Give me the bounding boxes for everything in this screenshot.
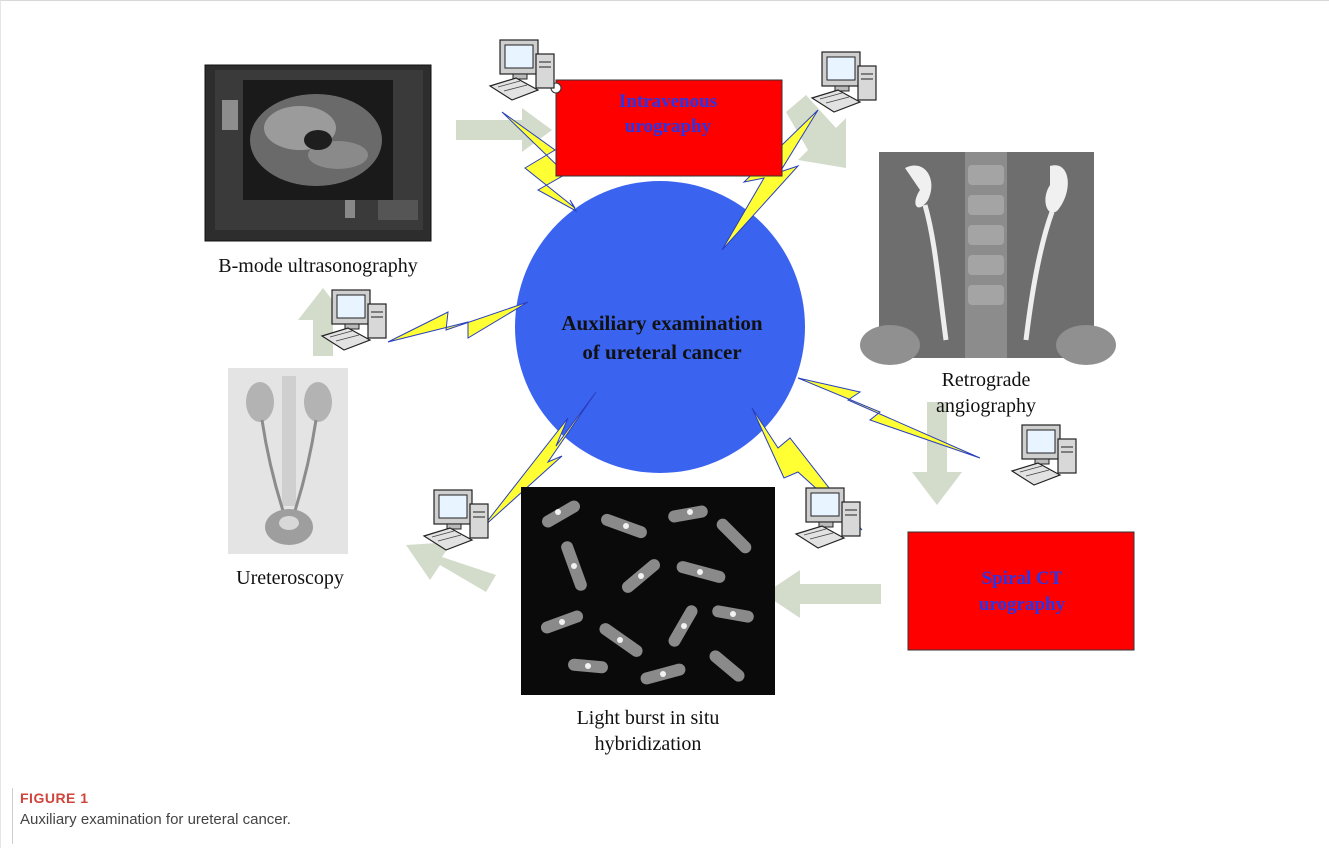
computer-icon [812, 52, 876, 112]
figure-heading: FIGURE 1 [20, 790, 89, 806]
retrograde-label-line2: angiography [936, 395, 1036, 417]
computer-icon [796, 488, 860, 548]
light-burst-label-line1: Light burst in situ [577, 707, 720, 729]
arrow-retrograde-to-ct [912, 402, 962, 505]
computer-icon [490, 40, 554, 100]
computer-icon [1012, 425, 1076, 485]
retrograde-label-line1: Retrograde [942, 369, 1031, 391]
spiral-ct-label-line1: Spiral CT [982, 568, 1063, 589]
spiral-ct-box [908, 532, 1134, 650]
computer-icon [424, 490, 488, 550]
computer-icon [322, 290, 386, 350]
light-burst-image [521, 487, 775, 695]
retrograde-image [860, 152, 1116, 365]
intravenous-label-line1: Intravenous [619, 91, 717, 112]
center-label-line2: of ureteral cancer [582, 340, 741, 364]
arrow-ct-to-lightburst [764, 570, 881, 618]
ureteroscopy-image [228, 368, 348, 554]
ureteroscopy-label: Ureteroscopy [236, 567, 344, 589]
bolt-left [388, 302, 528, 342]
arrow-lightburst-to-uretero [406, 542, 496, 592]
light-burst-label-line2: hybridization [595, 733, 702, 755]
spiral-ct-label-line2: urography [979, 594, 1066, 615]
intravenous-label-line2: urography [625, 116, 712, 137]
bmode-image [205, 65, 431, 241]
caption-divider [12, 788, 13, 844]
figure-caption: Auxiliary examination for ureteral cance… [20, 811, 291, 828]
center-label-line1: Auxiliary examination [561, 311, 763, 335]
bmode-label: B-mode ultrasonography [218, 255, 417, 277]
